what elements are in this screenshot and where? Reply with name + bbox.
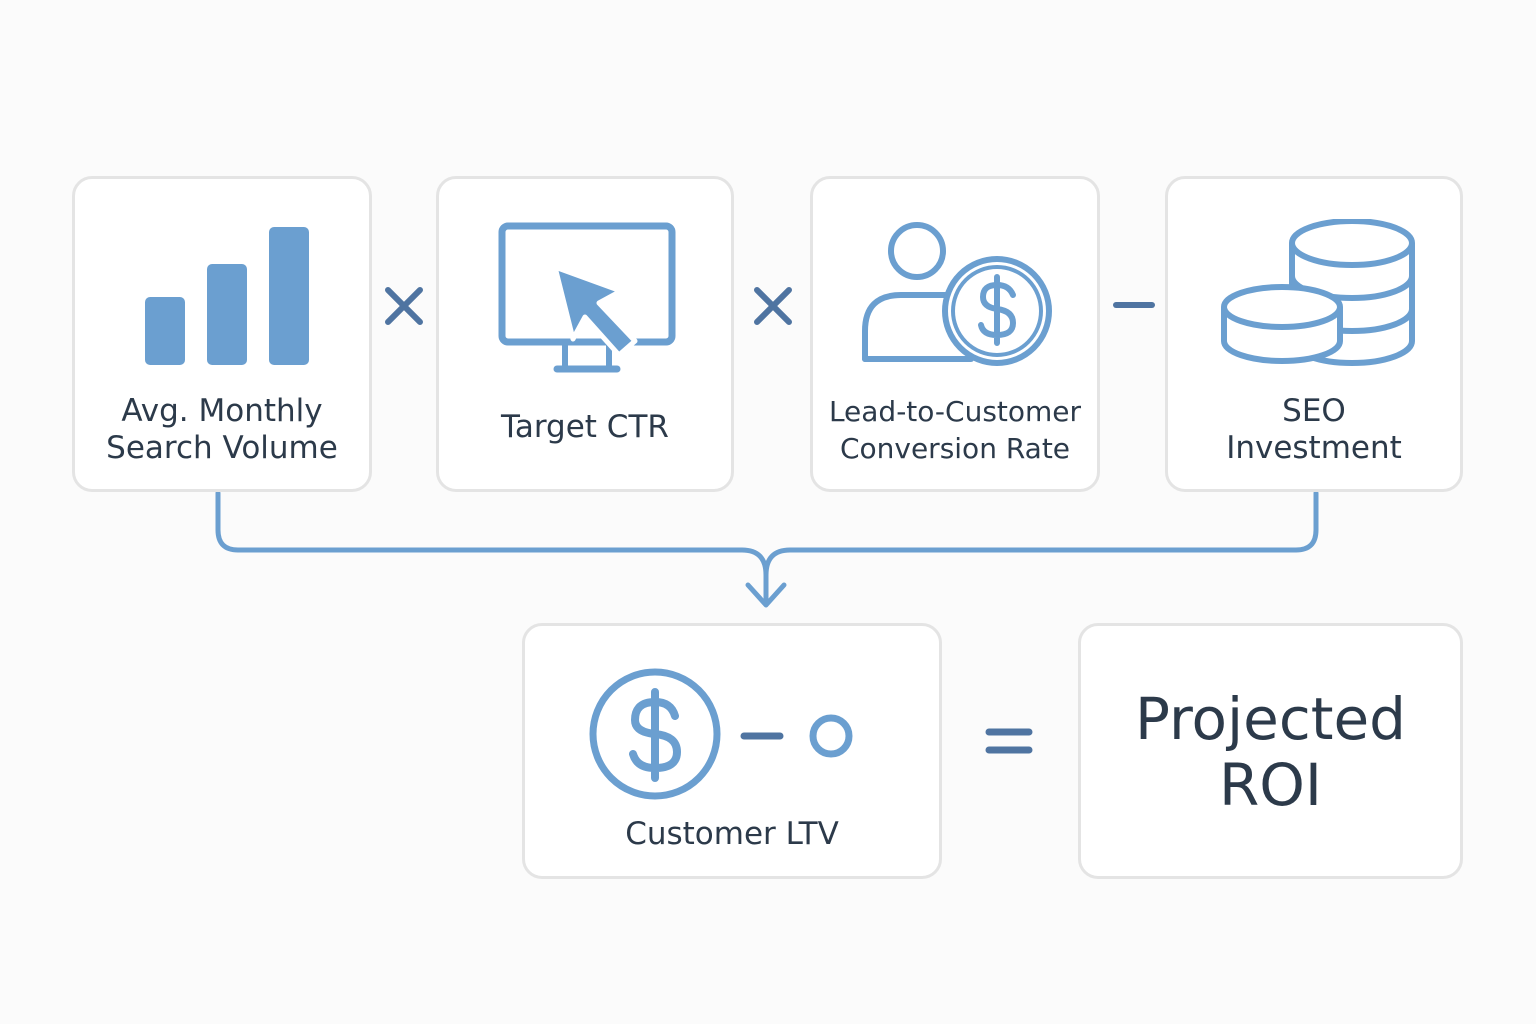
multiply-operator bbox=[754, 287, 792, 325]
customer-ltv-label: Customer LTV bbox=[625, 816, 839, 852]
target-ctr-label: Target CTR bbox=[501, 409, 669, 445]
bar-chart-icon bbox=[145, 227, 309, 365]
conversion-rate-label-line2: Conversion Rate bbox=[839, 432, 1071, 465]
search-volume-label-line2: Search Volume bbox=[106, 430, 338, 466]
card-target-ctr: Target CTR bbox=[436, 176, 734, 492]
multiply-operator bbox=[385, 287, 423, 325]
dollar-circle-icon bbox=[589, 668, 721, 800]
user-dollar-icon bbox=[862, 222, 1052, 366]
card-conversion-rate: Lead-to-Customer Conversion Rate bbox=[810, 176, 1100, 492]
equals-operator bbox=[985, 728, 1033, 754]
card-seo-investment: SEO Investment bbox=[1165, 176, 1463, 492]
coins-stack-icon bbox=[1221, 219, 1415, 366]
arrow-down-icon bbox=[745, 582, 787, 608]
search-volume-label-line1: Avg. Monthly bbox=[121, 393, 323, 429]
card-customer-ltv: Customer LTV bbox=[522, 623, 942, 879]
card-search-volume: Avg. Monthly Search Volume bbox=[72, 176, 372, 492]
projected-roi-line1: Projected bbox=[1135, 685, 1406, 753]
conversion-rate-label-line1: Lead-to-Customer bbox=[828, 395, 1082, 428]
seo-investment-label-line2: Investment bbox=[1226, 430, 1402, 466]
minus-operator bbox=[740, 732, 784, 740]
projected-roi-line2: ROI bbox=[1218, 751, 1323, 819]
seo-investment-label-line1: SEO bbox=[1282, 393, 1346, 429]
card-projected-roi: Projected ROI bbox=[1078, 623, 1463, 879]
circle-icon bbox=[809, 714, 853, 758]
monitor-cursor-icon bbox=[498, 222, 676, 373]
minus-operator bbox=[1113, 302, 1155, 308]
